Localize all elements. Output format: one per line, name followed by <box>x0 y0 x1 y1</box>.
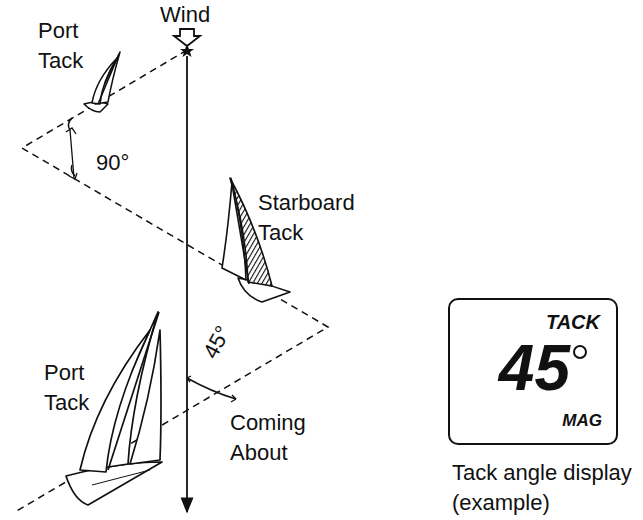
angle-tick <box>69 173 77 179</box>
wind-line <box>186 56 188 512</box>
angle-label: 45° <box>196 306 246 364</box>
tack-label: Port Tack <box>38 16 98 76</box>
caption-label: Tack angle display (example) <box>452 458 642 518</box>
angle-arc <box>187 378 236 399</box>
tack-label: Starboard Tack <box>258 188 378 248</box>
note-label: Coming About <box>230 408 350 468</box>
tack-angle-display: TACK 45MAG <box>448 298 618 445</box>
mode-text: TACK <box>546 312 600 332</box>
angle-value: 45 <box>499 336 570 400</box>
wind-label: Wind <box>160 0 230 30</box>
angle-label: 90° <box>96 148 156 178</box>
angle-tick <box>66 128 76 134</box>
tack-label: Port Tack <box>44 358 104 418</box>
angle-tick <box>70 130 74 178</box>
wind-arrow <box>174 29 200 46</box>
angle-tick <box>231 395 236 402</box>
degree-symbol <box>572 344 588 360</box>
heading-ref-text: MAG <box>562 412 602 429</box>
sailboat <box>84 52 120 112</box>
angle-tick <box>187 376 191 382</box>
